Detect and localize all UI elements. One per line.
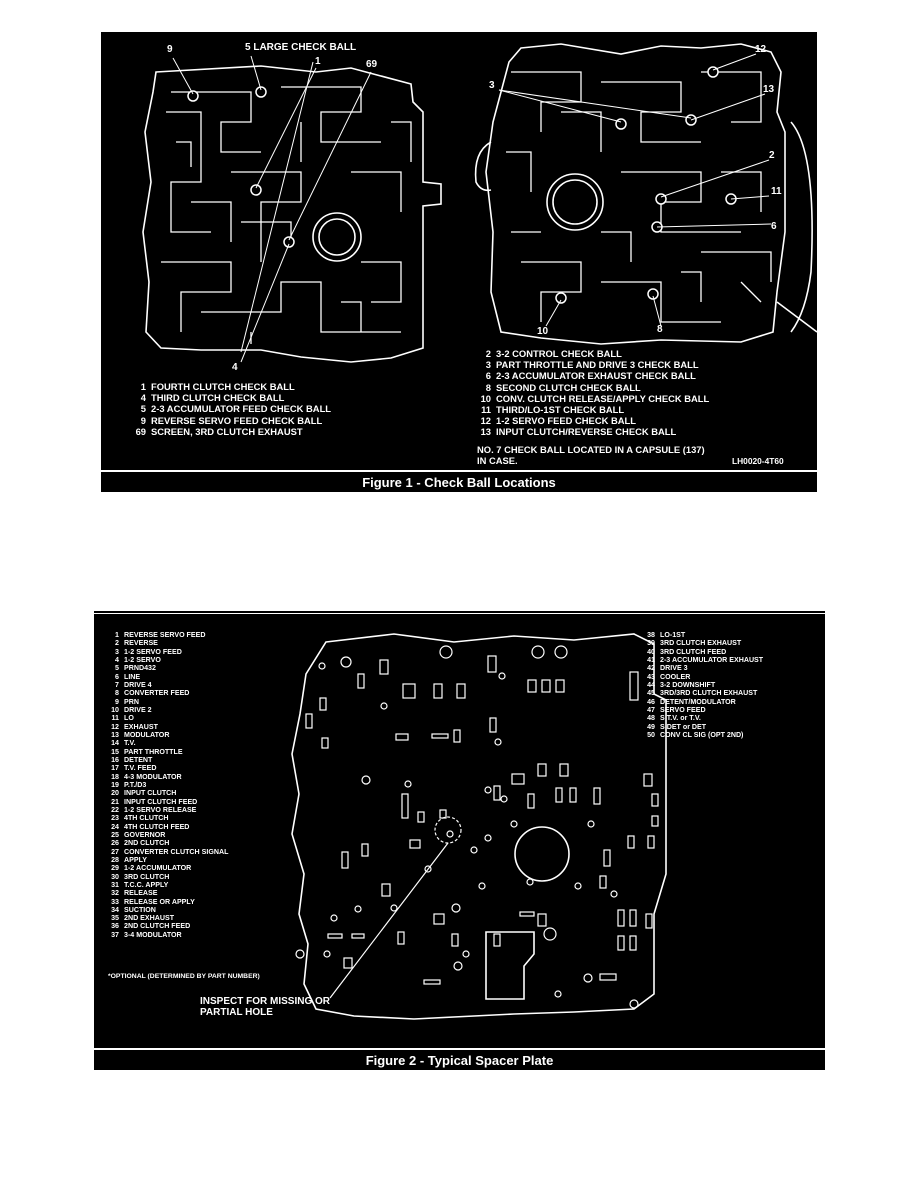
callout-9: 9	[167, 44, 173, 55]
inspect-line: PARTIAL HOLE	[200, 1007, 273, 1018]
figure-1-caption: Figure 1 - Check Ball Locations	[362, 475, 556, 490]
optional-note: *OPTIONAL (DETERMINED BY PART NUMBER)	[108, 973, 260, 980]
figure-1-check-ball-locations: 9 5 LARGE CHECK BALL 1 69 4 3 12 13 2 11…	[101, 32, 817, 492]
callout-6: 6	[771, 221, 777, 232]
callout-13: 13	[763, 84, 775, 95]
valve-body-diagram	[142, 43, 817, 363]
callout-8: 8	[657, 324, 663, 335]
inspect-note: INSPECT FOR MISSING OR PARTIAL HOLE	[200, 996, 330, 1018]
check-ball-7-note: NO. 7 CHECK BALL LOCATED IN A CAPSULE (1…	[477, 444, 705, 466]
note-line: IN CASE.	[477, 455, 518, 467]
callout-12: 12	[755, 44, 767, 55]
spacer-plate-diagram	[291, 633, 825, 1022]
callout-69: 69	[366, 59, 378, 70]
callout-3: 3	[489, 80, 495, 91]
inspect-line: INSPECT FOR MISSING OR	[200, 996, 331, 1007]
top-rule	[94, 611, 825, 613]
note-line: NO. 7 CHECK BALL LOCATED IN A CAPSULE (1…	[477, 444, 705, 455]
callout-2: 2	[769, 150, 775, 161]
callout-4: 4	[232, 362, 238, 373]
callout-5-large-check-ball: 5 LARGE CHECK BALL	[245, 42, 357, 53]
callout-1: 1	[315, 56, 321, 67]
callout-10: 10	[537, 326, 549, 337]
figure-code: LH0020-4T60	[732, 456, 784, 466]
caption-divider	[94, 1048, 825, 1050]
figure-2-caption: Figure 2 - Typical Spacer Plate	[365, 1053, 554, 1068]
caption-divider	[101, 470, 817, 472]
callout-11: 11	[771, 186, 782, 197]
